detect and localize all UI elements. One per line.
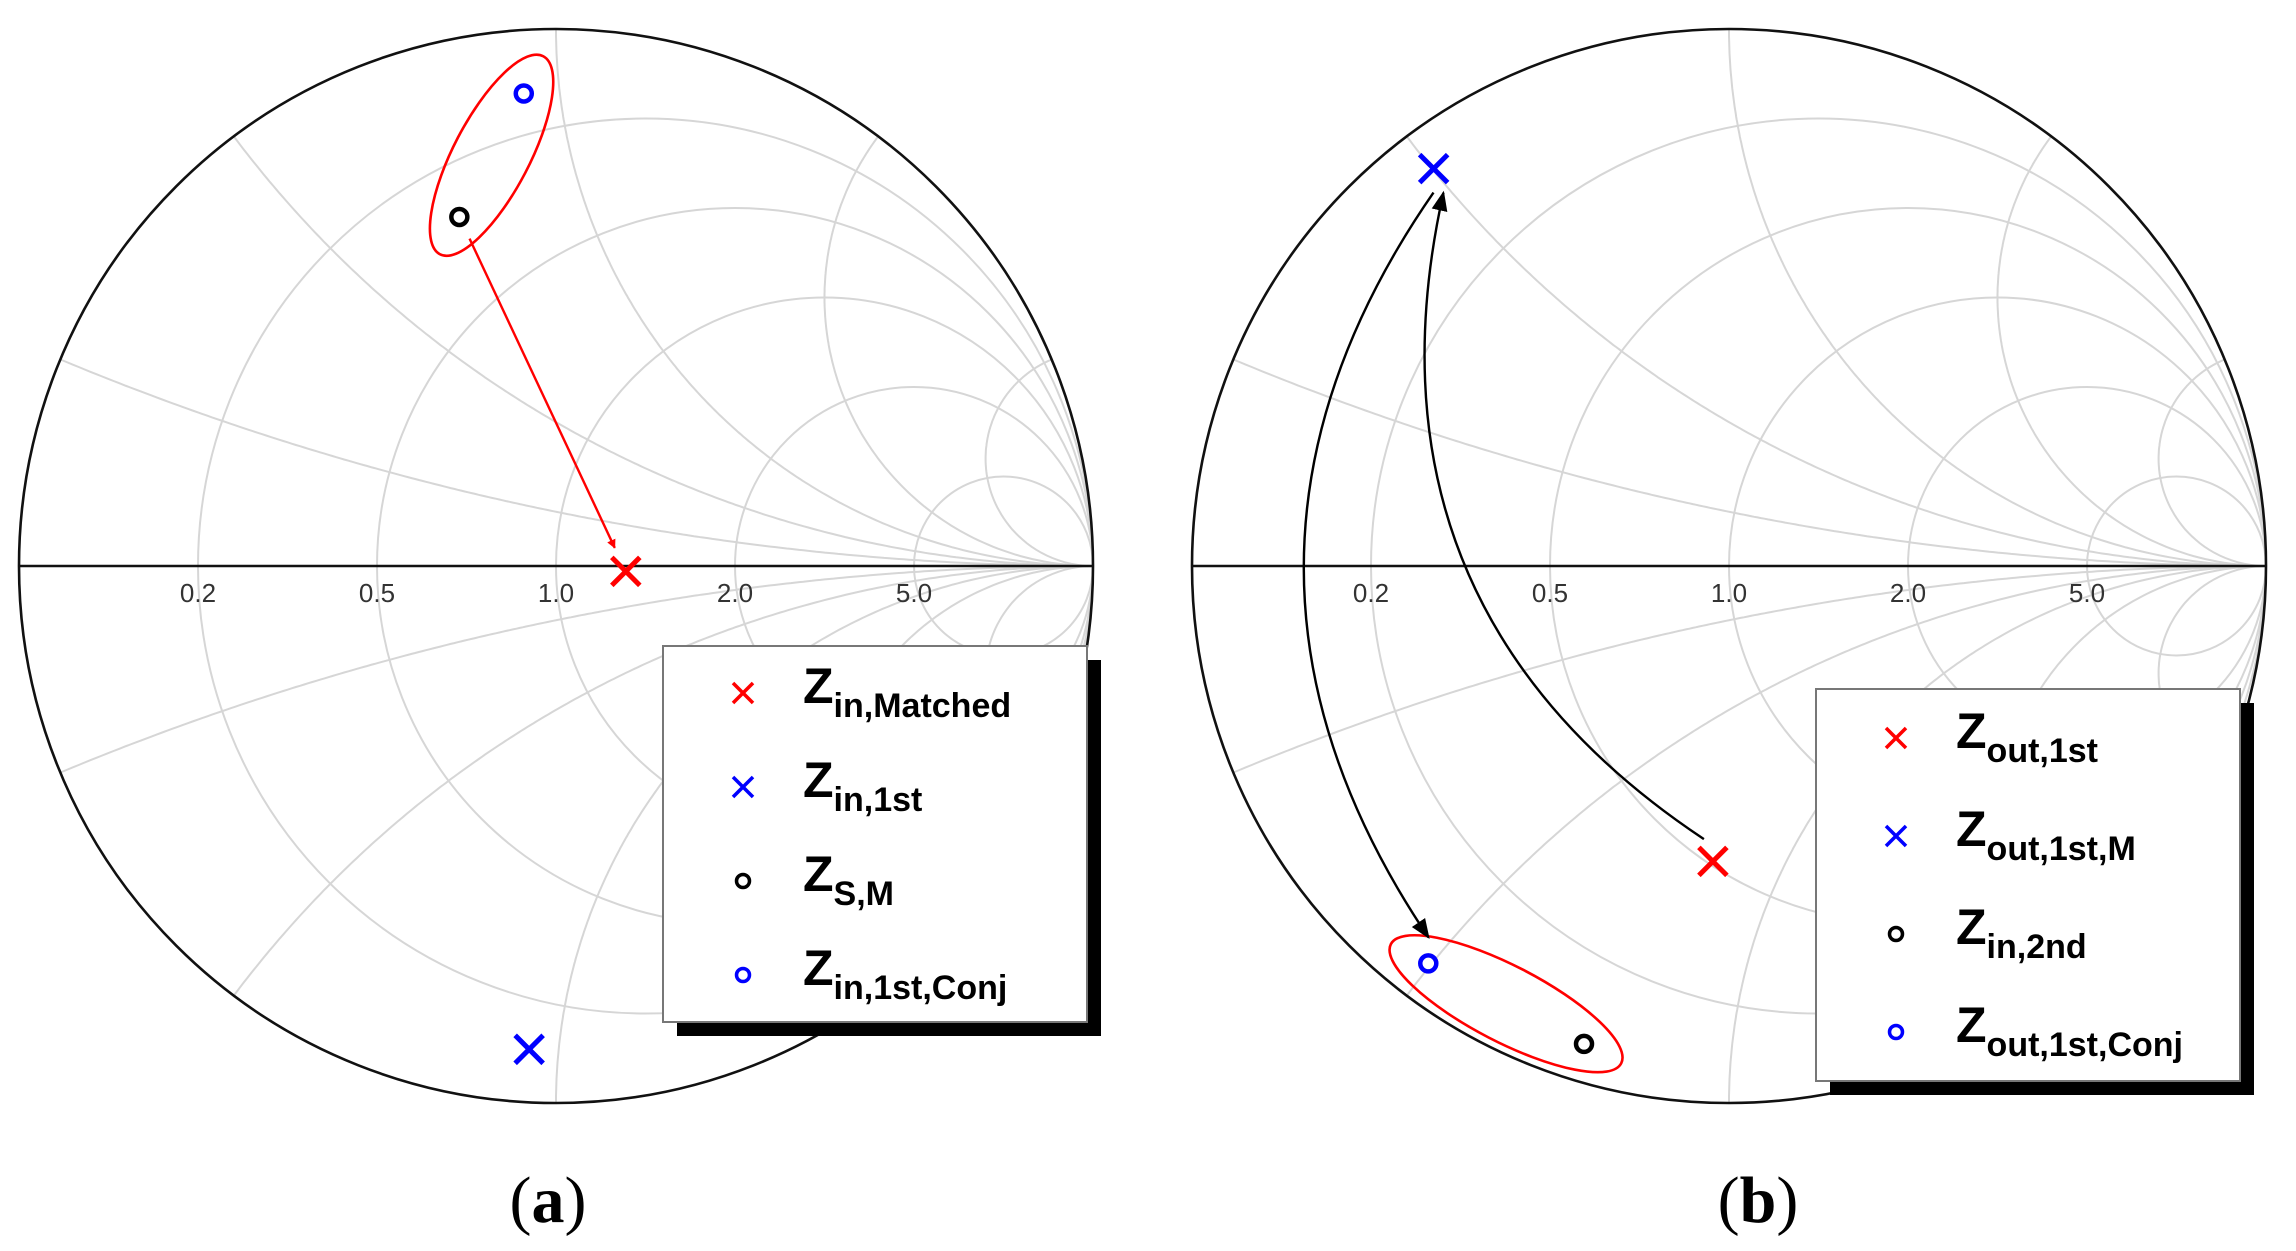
legend-label: Zin,Matched <box>803 658 1011 725</box>
reactance-arc <box>823 135 1092 567</box>
highlight-ellipse <box>428 53 555 258</box>
resistance-tick-label: 0.5 <box>1532 578 1568 608</box>
reactance-arc <box>984 358 1092 567</box>
reactance-arc <box>1728 29 2265 567</box>
reactance-arc <box>1996 135 2265 567</box>
data-point-circle <box>513 83 535 104</box>
resistance-tick-label: 0.2 <box>180 578 216 608</box>
legend-marker-cross <box>1884 726 1908 750</box>
legend-label: Zin,1st,Conj <box>803 940 1007 1007</box>
legend-label: ZS,M <box>803 846 894 913</box>
resistance-tick-label: 1.0 <box>538 578 574 608</box>
legend-box <box>662 645 1088 1023</box>
reactance-arc <box>1232 565 2265 774</box>
reactance-arc <box>2157 358 2265 567</box>
transition-arrow <box>1302 191 1435 940</box>
data-point-cross <box>610 555 642 588</box>
legend-marker-circle <box>1887 1023 1905 1041</box>
resistance-tick-label: 1.0 <box>1711 578 1747 608</box>
reactance-arc <box>233 135 1092 567</box>
data-point-circle <box>449 206 470 228</box>
data-point-cross <box>513 1033 545 1066</box>
highlight-ellipse <box>1388 933 1624 1074</box>
resistance-tick-label: 5.0 <box>896 578 932 608</box>
legend-marker-cross <box>1884 824 1908 848</box>
legend-label: Zin,1st <box>803 752 922 819</box>
resistance-tick-label: 2.0 <box>1890 578 1926 608</box>
reactance-arc <box>59 358 1092 567</box>
transition-arrow <box>468 238 616 549</box>
data-point-cross <box>1697 845 1729 878</box>
data-point-cross <box>1417 152 1450 185</box>
legend-label: Zout,1st <box>1956 703 2098 770</box>
legend-box <box>1815 688 2241 1082</box>
resistance-tick-label: 2.0 <box>717 578 753 608</box>
transition-arrow <box>1423 190 1705 841</box>
reactance-arc <box>1406 135 2265 567</box>
panel-caption: (b) <box>1718 1164 1799 1237</box>
data-point-circle <box>1573 1033 1595 1055</box>
resistance-tick-label: 0.2 <box>1353 578 1389 608</box>
legend-label: Zin,2nd <box>1956 899 2087 966</box>
legend-marker-cross <box>731 775 755 799</box>
reactance-arc <box>555 29 1092 567</box>
legend-label: Zout,1st,M <box>1956 801 2136 868</box>
legend-marker-circle <box>734 966 752 984</box>
reactance-arc <box>59 565 1092 774</box>
data-point-circle <box>1418 953 1439 974</box>
reactance-arc <box>1232 358 2265 567</box>
reactance-arc <box>233 565 1092 997</box>
panel-caption: (a) <box>510 1164 587 1237</box>
resistance-tick-label: 5.0 <box>2069 578 2105 608</box>
legend-marker-circle <box>1887 925 1905 943</box>
reactance-arc <box>1406 565 2265 997</box>
resistance-tick-label: 0.5 <box>359 578 395 608</box>
legend-marker-cross <box>731 681 755 705</box>
legend-label: Zout,1st,Conj <box>1956 997 2183 1064</box>
legend-marker-circle <box>734 872 752 890</box>
